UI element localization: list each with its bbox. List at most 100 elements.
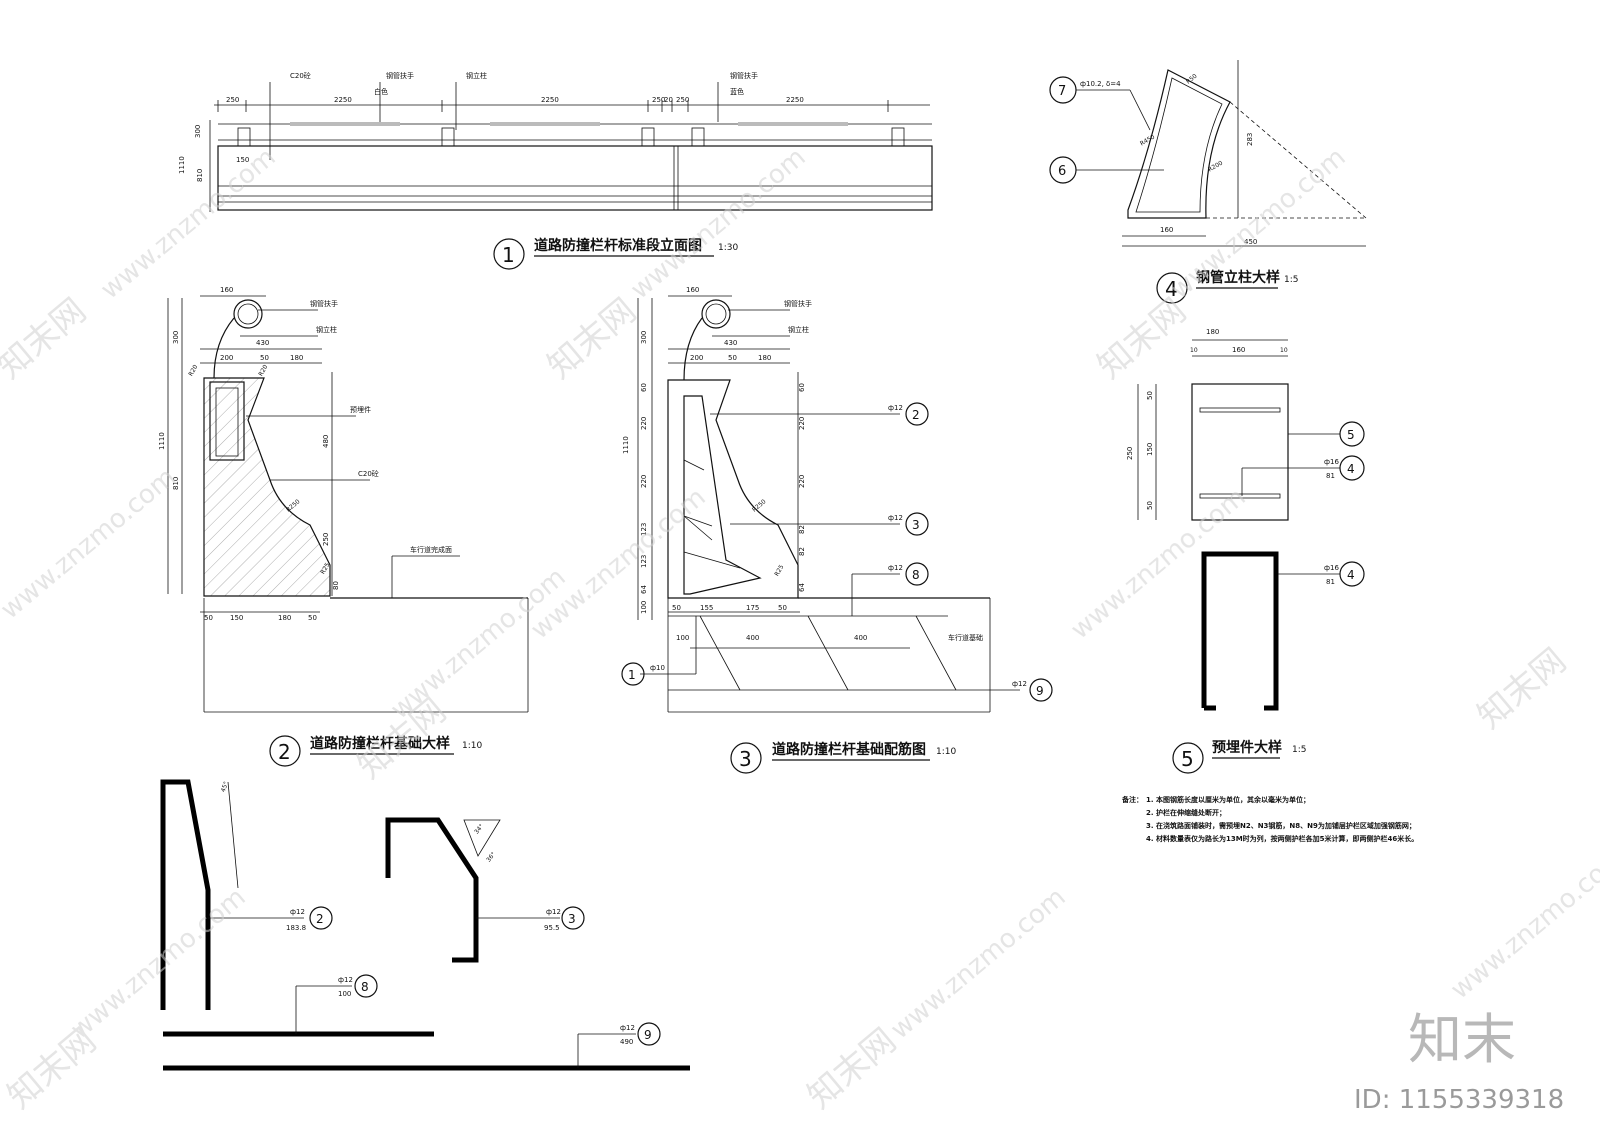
drawing-4-post: 283 R50 R450 R200 160 450 7 ф10.2, δ=4 6… xyxy=(1049,60,1367,304)
callout-8: 8 xyxy=(912,568,920,582)
dim-50-b: 50 xyxy=(778,604,787,612)
drawing-3-rebar: 160 钢管扶手 钢立柱 430 200 50 180 300 1110 60 … xyxy=(621,286,1053,774)
label-post: 钢立柱 xyxy=(466,71,487,80)
d5-scale: 1:5 xyxy=(1292,745,1306,755)
note-3: 3. 在浇筑路面铺装时，需预埋N2、N3钢筋，N8、N9为加铺层护栏区域加强钢筋… xyxy=(1146,821,1416,830)
dim-50-b: 50 xyxy=(308,614,317,622)
d1-title: 道路防撞栏杆标准段立面图 xyxy=(534,237,702,254)
dim-400-a: 400 xyxy=(746,634,759,642)
dim-1110: 1110 xyxy=(158,432,166,450)
image-id: ID: 1155339318 xyxy=(1354,1085,1564,1115)
bar8-len: 100 xyxy=(338,990,351,998)
drawing-1-elevation: 250 2250 2250 250 20 250 2250 C20砼 钢管扶手 … xyxy=(178,71,933,270)
callout-7: 7 xyxy=(1058,84,1066,99)
dim-50-a: 50 xyxy=(1146,391,1154,400)
logo-text: 知末 xyxy=(1408,1008,1516,1071)
bar2-dia: ф12 xyxy=(290,908,305,916)
d1-scale: 1:30 xyxy=(718,243,738,253)
dim-430: 430 xyxy=(256,339,269,347)
dim-1110: 1110 xyxy=(622,436,630,454)
callout-4-a: 4 xyxy=(1347,462,1355,476)
dim-80: 80 xyxy=(332,581,340,590)
bar9-num: 9 xyxy=(644,1028,652,1042)
d3-number: 3 xyxy=(739,747,752,771)
dim-160: 160 xyxy=(686,286,699,294)
notes-head: 备注： xyxy=(1121,795,1143,804)
dim-180: 180 xyxy=(1206,328,1219,336)
callout-5: 5 xyxy=(1347,428,1355,442)
watermark-site-i: www.znzmo.com xyxy=(1065,482,1251,645)
bar9-dia: ф12 xyxy=(620,1024,635,1032)
label-handrail: 钢管扶手 xyxy=(310,299,338,308)
dim-200: 200 xyxy=(690,354,703,362)
r25: R25 xyxy=(773,564,785,578)
dim-50: 50 xyxy=(260,354,269,362)
dim-64-r: 64 xyxy=(798,583,806,592)
r20-a: R20 xyxy=(187,364,199,378)
dim-220-a: 220 xyxy=(640,417,648,430)
bar2-len: 183.8 xyxy=(286,924,306,932)
dim-82-a: 82 xyxy=(798,525,806,534)
dim-250-a: 250 xyxy=(226,96,239,104)
phi10: ф10 xyxy=(650,664,665,672)
r450: R450 xyxy=(1139,134,1156,148)
bar3-len: 95.5 xyxy=(544,924,560,932)
label-handrail-a: 钢管扶手 xyxy=(386,71,414,80)
watermark-brand-g: 知末网 xyxy=(1470,641,1574,737)
phi16-a: ф16 xyxy=(1324,458,1339,466)
phi12-c8: ф12 xyxy=(888,564,903,572)
dim-180: 180 xyxy=(278,614,291,622)
dim-175: 175 xyxy=(746,604,759,612)
dim-123-a: 123 xyxy=(640,523,648,536)
r250: R250 xyxy=(751,498,768,514)
bar2-num: 2 xyxy=(316,912,324,926)
watermark-site-g: www.znzmo.com xyxy=(885,882,1071,1045)
drawing-5-embed: 180 10 160 10 250 50 150 50 5 ф16 81 4 ф… xyxy=(1126,328,1365,774)
dim-160: 160 xyxy=(220,286,233,294)
dim-450: 450 xyxy=(1244,238,1257,246)
len81-b: 81 xyxy=(1326,578,1335,586)
r250: R250 xyxy=(285,498,302,514)
d1-number: 1 xyxy=(502,243,515,267)
dim-150: 150 xyxy=(230,614,243,622)
note-4: 4. 材料数量表仅为路长为13M时为列，按两侧护栏各加5米计算，即两侧护栏46米… xyxy=(1146,834,1418,843)
dim-60: 60 xyxy=(640,383,648,392)
dim-300: 300 xyxy=(172,331,180,344)
label-handrail-b: 钢管扶手 xyxy=(730,71,758,80)
dim-10-a: 10 xyxy=(1190,347,1198,354)
dim-283: 283 xyxy=(1246,133,1254,146)
d5-number: 5 xyxy=(1181,747,1194,771)
dim-150: 150 xyxy=(1146,443,1154,456)
dim-100: 100 xyxy=(676,634,689,642)
dim-250: 250 xyxy=(1126,447,1134,460)
watermark-site-a: www.znzmo.com xyxy=(95,142,281,305)
dim-50: 50 xyxy=(728,354,737,362)
callout-1: 1 xyxy=(628,668,636,682)
note-1: 1. 本图钢筋长度以厘米为单位，其余以毫米为单位； xyxy=(1146,795,1310,804)
watermark-brand-e: 知末网 xyxy=(800,1021,904,1117)
bar-shapes: 45° ф12 183.8 2 34° 36° ф12 95.5 3 ф12 1… xyxy=(160,779,690,1071)
dim-250-b: 250 xyxy=(652,96,665,104)
label-c20: C20砼 xyxy=(358,469,379,478)
label-blue: 蓝色 xyxy=(730,87,744,96)
dim-50-b: 50 xyxy=(1146,501,1154,510)
dim-64: 64 xyxy=(640,585,648,594)
label-post: 钢立柱 xyxy=(788,325,809,334)
bar8-dia: ф12 xyxy=(338,976,353,984)
d4-scale: 1:5 xyxy=(1284,275,1298,285)
dim-2250-c: 2250 xyxy=(786,96,804,104)
bar9-len: 490 xyxy=(620,1038,633,1046)
dim-155: 155 xyxy=(700,604,713,612)
label-post: 钢立柱 xyxy=(316,325,337,334)
d3-title: 道路防撞栏杆基础配筋图 xyxy=(772,741,926,758)
angle-45: 45° xyxy=(220,781,230,793)
dim-50: 50 xyxy=(672,604,681,612)
d2-number: 2 xyxy=(278,740,291,764)
dim-2250-b: 2250 xyxy=(541,96,559,104)
drawing-2-foundation: 160 钢管扶手 钢立柱 430 200 50 180 R20 R20 300 … xyxy=(158,286,529,767)
angle-36: 36° xyxy=(485,851,497,864)
dim-50-a: 50 xyxy=(204,614,213,622)
phi16-b: ф16 xyxy=(1324,564,1339,572)
d2-scale: 1:10 xyxy=(462,741,482,751)
dim-60-r: 60 xyxy=(798,383,806,392)
